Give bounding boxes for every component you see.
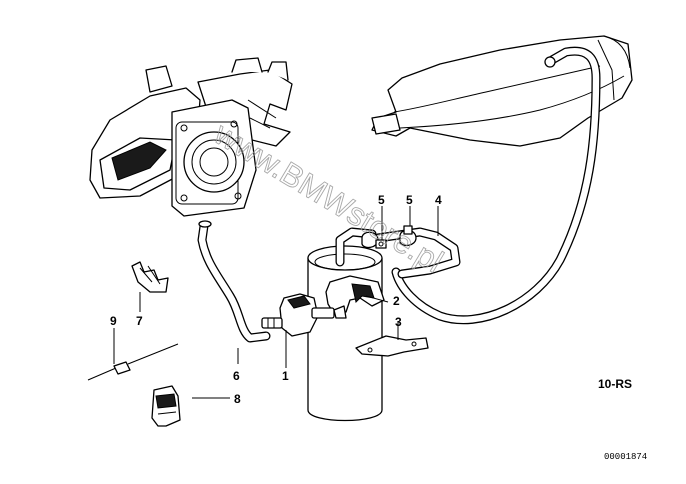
callout-2: 2: [393, 294, 400, 308]
throttle-body-illustration: [89, 57, 293, 217]
callouts: 1 2 3 4 5 5 6 7 8 9: [110, 193, 442, 406]
hose-clamps: [361, 225, 417, 249]
tube-piece: [373, 227, 461, 279]
charcoal-canister: [307, 227, 383, 422]
reference-code: 10-RS: [598, 377, 632, 391]
callout-1: 1: [282, 369, 289, 383]
connector-part-8: [151, 385, 181, 427]
callout-9: 9: [110, 314, 117, 328]
callout-7: 7: [136, 314, 143, 328]
clip-part-7: [131, 261, 169, 293]
inline-filter-part-9: [87, 343, 179, 381]
vent-hose: [391, 46, 601, 325]
mounting-plate: [355, 335, 429, 357]
callout-4: 4: [435, 193, 442, 207]
callout-6: 6: [233, 369, 240, 383]
intake-plenum-illustration: [371, 35, 633, 147]
callout-5a: 5: [378, 193, 385, 207]
diagram-number: 00001874: [604, 452, 647, 462]
purge-valve: [261, 293, 347, 337]
callout-5b: 5: [406, 193, 413, 207]
callout-3: 3: [395, 315, 402, 329]
callout-8: 8: [234, 392, 241, 406]
hose-part-6: [197, 220, 271, 343]
leader-lines: [113, 206, 439, 399]
